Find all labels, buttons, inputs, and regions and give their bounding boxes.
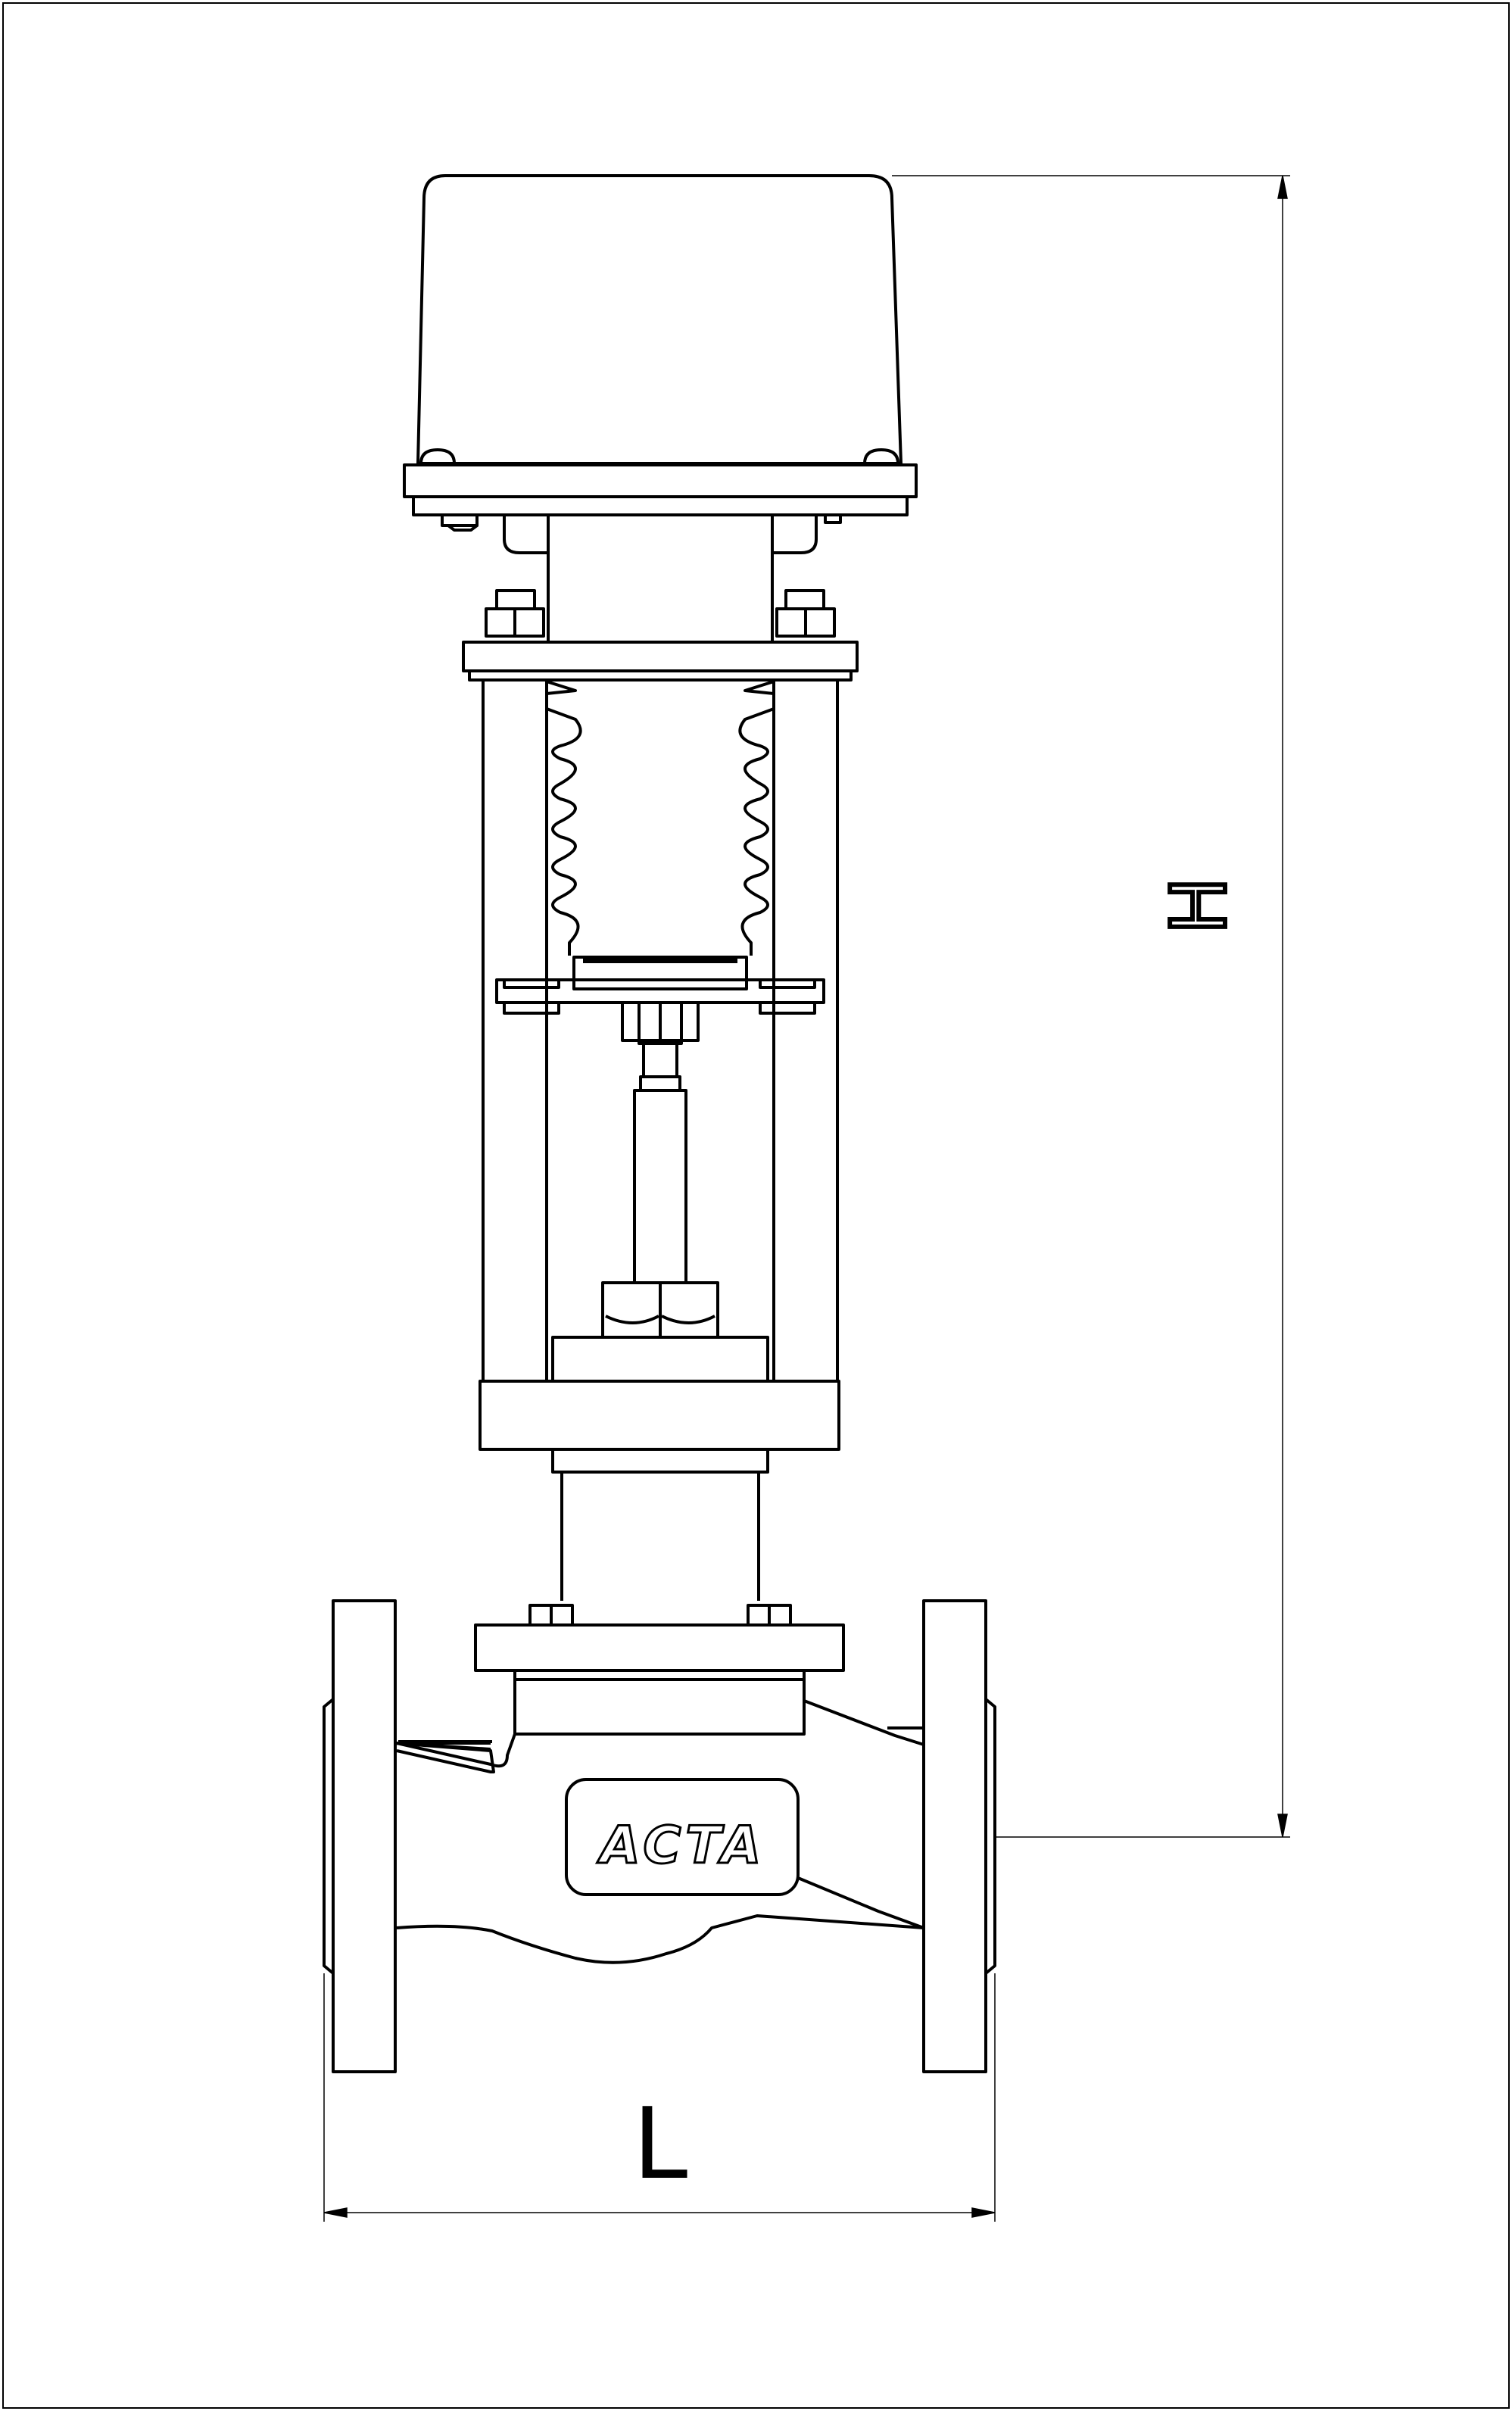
height-dimension	[892, 175, 1290, 1838]
stem-connector	[495, 956, 825, 1092]
height-label: H	[1155, 877, 1243, 934]
actuator-flange	[403, 463, 918, 532]
gland-nut	[551, 1281, 769, 1383]
left-flange	[323, 1599, 397, 2073]
logo-plate	[565, 1778, 800, 1896]
bonnet	[474, 1380, 845, 1736]
valve-body	[394, 1699, 924, 1964]
upper-nuts	[485, 589, 836, 638]
logo-text: ACTA	[597, 1816, 765, 1876]
yoke-top-flange	[462, 641, 859, 682]
right-flange	[922, 1599, 996, 2073]
length-label: L	[633, 2086, 687, 2201]
length-dimension	[323, 1973, 996, 2222]
bellows	[546, 680, 775, 956]
yoke-upper	[503, 516, 818, 641]
valve-stem	[633, 1089, 687, 1284]
actuator-cover	[416, 174, 903, 465]
